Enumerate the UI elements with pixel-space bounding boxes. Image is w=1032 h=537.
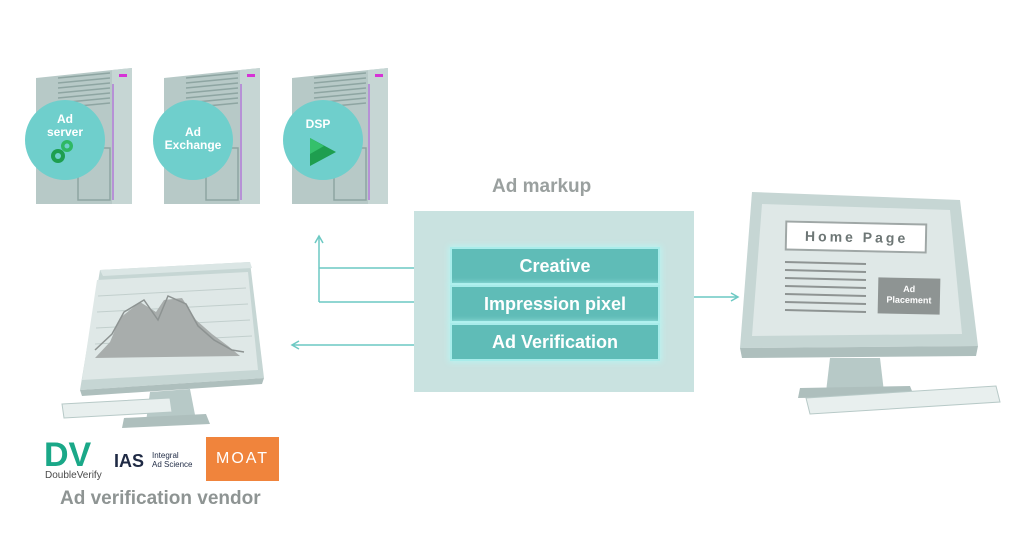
ias-name-line1: Integral	[152, 451, 179, 460]
ad-exchange-label-line1: Ad	[185, 125, 201, 139]
vendor-caption: Ad verification vendor	[60, 488, 261, 509]
vendor-monitor	[61, 262, 264, 428]
doubleverify-name: DoubleVerify	[45, 470, 102, 481]
ad-exchange-label-line2: Exchange	[164, 138, 222, 152]
home-page-title: Home Page	[784, 220, 928, 254]
ad-exchange-tower	[153, 68, 260, 204]
display-video-play-icon	[310, 138, 336, 166]
ias-mark: IAS	[114, 451, 144, 471]
ad-markup-title: Ad markup	[492, 176, 592, 197]
ad-server-label-line1: Ad	[57, 112, 73, 126]
ad-server-tower	[25, 68, 132, 204]
dsp-label-line1: DSP	[305, 117, 331, 131]
doubleverify-logo: DV	[44, 436, 92, 474]
ad-server-label: Ad server	[45, 113, 85, 139]
ad-exchange-label: Ad Exchange	[163, 126, 223, 152]
creative-row: Creative	[452, 249, 658, 283]
ad-placement-line2: Placement	[886, 294, 932, 306]
google-ad-manager-icon	[51, 140, 73, 163]
moat-logo: MOAT	[206, 437, 279, 481]
ias-logo: IAS	[114, 451, 144, 471]
ad-verification-row: Ad Verification	[452, 325, 658, 359]
ias-name-line2: Ad Science	[152, 460, 193, 469]
ad-exchange-badge	[153, 100, 233, 180]
ias-name: Integral Ad Science	[152, 451, 192, 469]
dsp-tower	[283, 68, 388, 204]
dsp-label: DSP	[298, 118, 338, 131]
impression-pixel-row: Impression pixel	[452, 287, 658, 321]
ad-placement-box: Ad Placement	[877, 277, 941, 315]
ad-server-badge	[25, 100, 105, 180]
ad-server-label-line2: server	[46, 125, 84, 139]
dv-mark: DV	[44, 436, 92, 474]
dsp-badge	[283, 100, 363, 180]
ad-placement-line1: Ad	[903, 283, 916, 295]
